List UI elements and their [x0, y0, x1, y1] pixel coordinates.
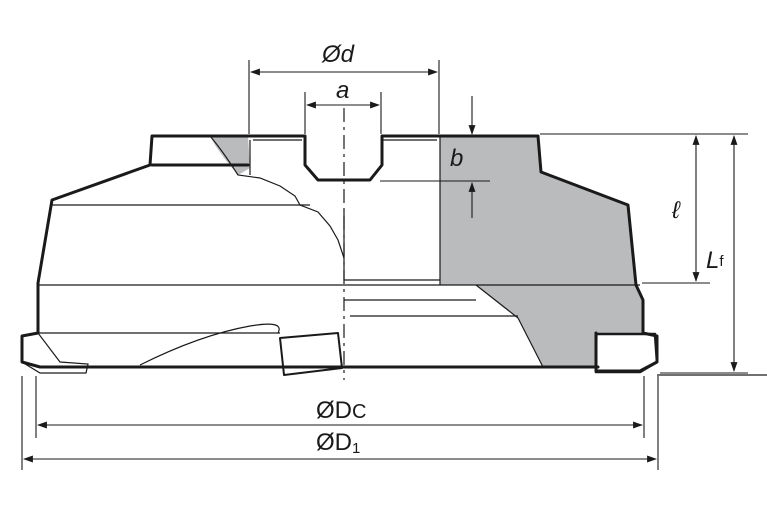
- breakout-line: [209, 135, 345, 259]
- dim-borelen-ext: [540, 133, 748, 284]
- step-diagonal: [475, 284, 544, 368]
- label-bore-diameter: Ød: [321, 41, 355, 68]
- label-keyway-width: a: [336, 77, 349, 104]
- right-insert: [594, 332, 659, 374]
- label-keyway-depth: b: [450, 145, 463, 172]
- left-insert: [21, 332, 89, 374]
- label-body-diameter-sub: 1: [352, 440, 360, 457]
- chip-flute-curve: [139, 323, 280, 366]
- dim-keydepth-ext: [380, 135, 490, 182]
- label-cutting-diameter-main: ØD: [316, 397, 352, 424]
- label-total-length-main: L: [706, 247, 719, 274]
- label-cutting-diameter-sub: C: [352, 401, 366, 423]
- bore-keyway-outline: [246, 134, 442, 182]
- label-body-diameter-main: ØD: [316, 429, 352, 456]
- label-total-length: Lf: [706, 247, 724, 274]
- label-total-length-sub: f: [719, 253, 724, 270]
- label-body-diameter: ØD1: [316, 429, 360, 457]
- label-cutting-diameter: ØDC: [316, 397, 366, 424]
- section-hatch-left: [210, 136, 250, 175]
- bore-step-line: [343, 210, 440, 281]
- label-bore-length: ℓ: [671, 197, 681, 224]
- section-hatch-right: [440, 136, 643, 367]
- middle-insert: [279, 332, 343, 376]
